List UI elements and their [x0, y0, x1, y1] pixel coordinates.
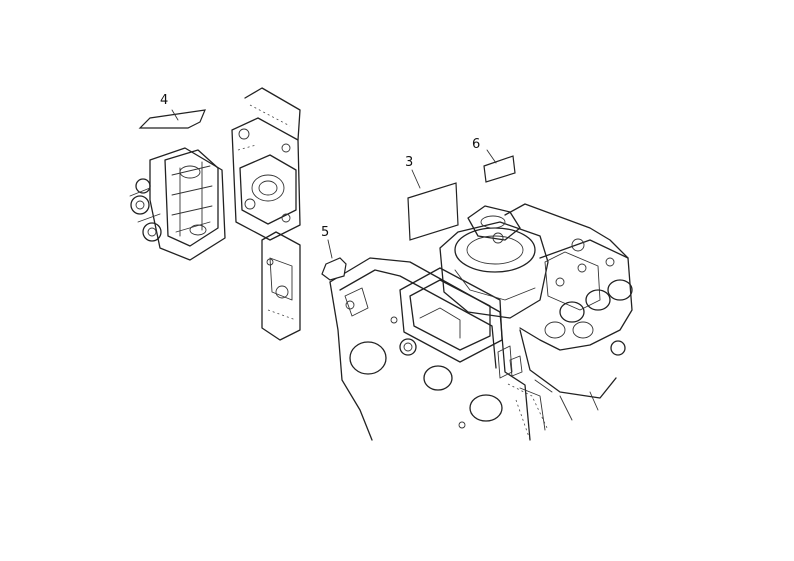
side-cover-assembly [129, 109, 226, 261]
gasket-part-3 [407, 182, 459, 241]
engine-block-left-section [231, 87, 301, 341]
callout-4: 4 [160, 93, 168, 108]
gasket-part-6 [483, 155, 516, 183]
callout-6: 6 [472, 137, 480, 152]
callout-5: 5 [321, 225, 329, 240]
callout-3: 3 [405, 155, 413, 170]
gasket-part-4 [138, 109, 206, 129]
plug-part-5 [321, 257, 347, 281]
engine-block-main [329, 203, 633, 441]
